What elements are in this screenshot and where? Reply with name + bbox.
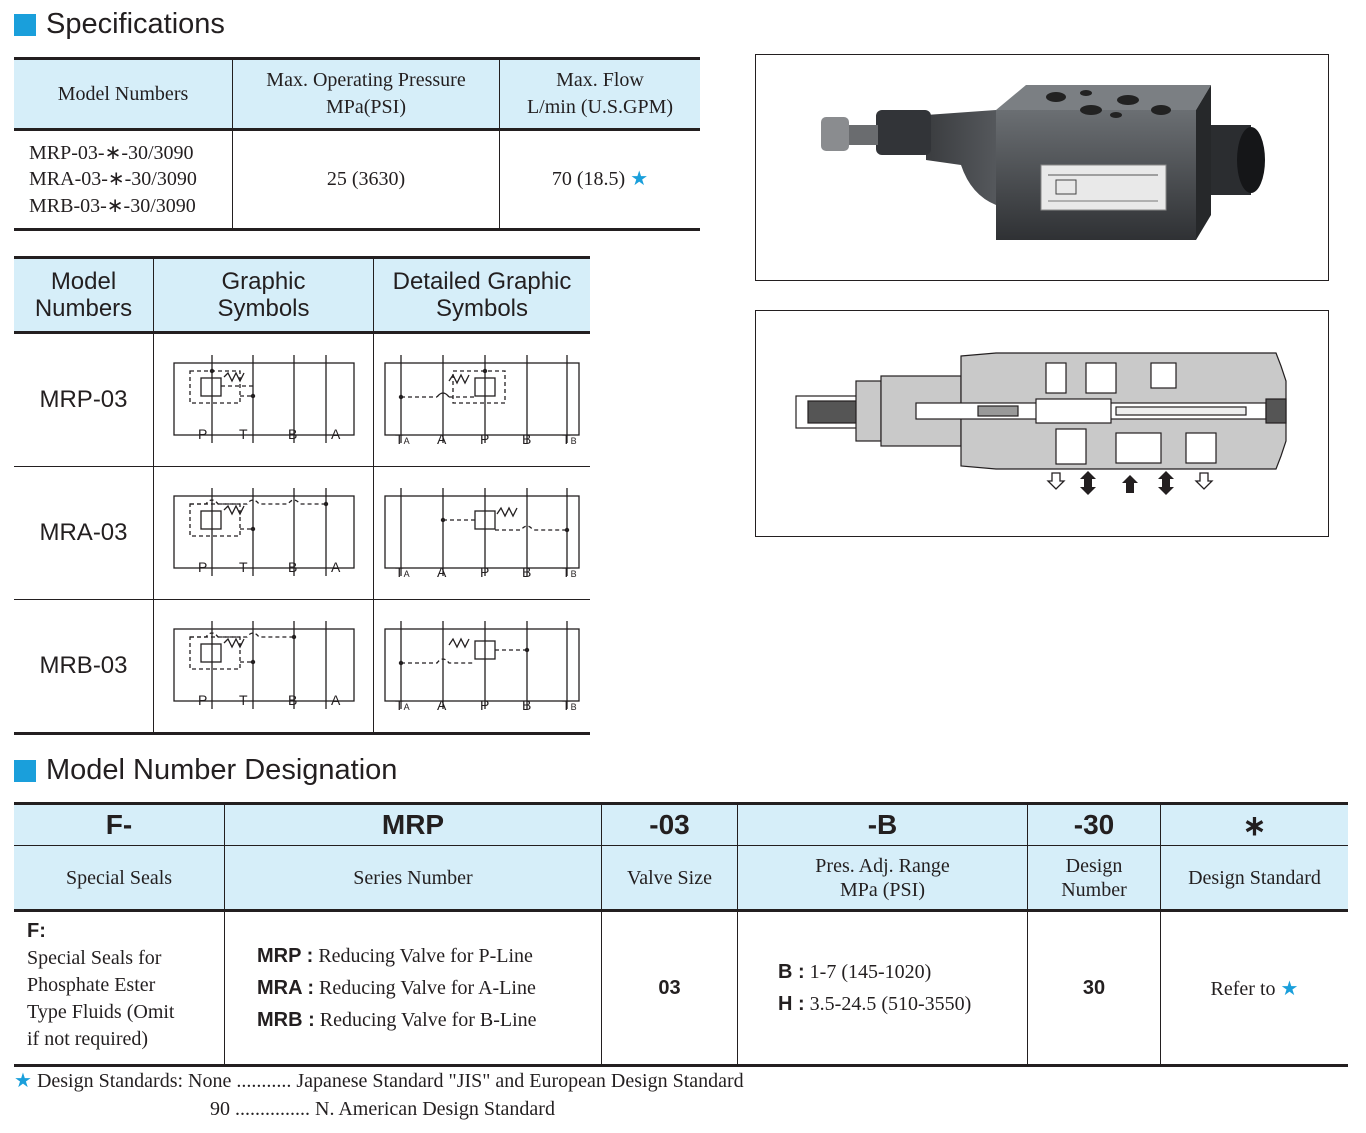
model-designation-table: F- MRP -03 -B -30 ∗ Special Seals Series… xyxy=(14,802,1348,1067)
label-design-standard: Design Standard xyxy=(1160,845,1348,912)
svg-text:A: A xyxy=(437,564,447,580)
svg-text:B: B xyxy=(288,559,297,575)
svg-text:B: B xyxy=(288,426,297,442)
svg-text:TA: TA xyxy=(395,431,410,447)
svg-text:B: B xyxy=(522,564,531,580)
seals-description: F: Special Seals for Phosphate Ester Typ… xyxy=(14,910,225,1066)
svg-text:B: B xyxy=(288,692,297,708)
label-series-number: Series Number xyxy=(224,845,602,912)
valve-photo-icon xyxy=(821,85,1265,240)
svg-text:TB: TB xyxy=(562,697,577,713)
code-f: F- xyxy=(14,803,225,846)
label-special-seals: Special Seals xyxy=(14,845,225,912)
svg-text:P: P xyxy=(198,559,207,575)
detailed-symbol-mra: TA A P B TB xyxy=(373,466,590,600)
square-bullet-icon xyxy=(14,759,36,782)
specifications-title: Specifications xyxy=(14,8,225,41)
design-number-value: 30 xyxy=(1027,910,1161,1066)
list-item: MRA : Reducing Valve for A-Line xyxy=(257,976,536,999)
list-item: MRP : Reducing Valve for P-Line xyxy=(257,944,533,967)
code-30: -30 xyxy=(1027,803,1161,846)
code-mrp: MRP xyxy=(224,803,602,846)
hydraulic-detailed-symbol-icon: TA A P B TB xyxy=(384,355,580,447)
svg-text:B: B xyxy=(522,697,531,713)
designation-title: Model Number Designation xyxy=(14,754,397,787)
star-icon: ★ xyxy=(14,1070,32,1092)
svg-text:A: A xyxy=(331,559,341,575)
svg-text:B: B xyxy=(522,431,531,447)
design-standards-footnote: ★ Design Standards: None ........... Jap… xyxy=(14,1070,744,1120)
hydraulic-detailed-symbol-icon: TA A P B TB xyxy=(384,621,580,713)
svg-text:TA: TA xyxy=(395,564,410,580)
model-name: MRA-03 xyxy=(14,466,154,600)
design-standard-value: Refer to ★ xyxy=(1160,910,1348,1066)
svg-text:T: T xyxy=(239,559,248,575)
list-item: MRB : Reducing Valve for B-Line xyxy=(257,1008,537,1031)
code-03: -03 xyxy=(601,803,738,846)
star-icon: ★ xyxy=(630,168,649,191)
svg-text:P: P xyxy=(480,431,489,447)
pressure-cell: 25 (3630) xyxy=(232,129,500,230)
model-numbers-cell: MRP-03-∗-30/3090 MRA-03-∗-30/3090 MRB-03… xyxy=(14,129,233,230)
detailed-symbol-mrb: TA A P B TB xyxy=(374,600,591,734)
list-item: H : 3.5-24.5 (510-3550) xyxy=(778,992,972,1015)
hydraulic-detailed-symbol-icon: TA A P B TB xyxy=(384,488,580,580)
product-photo xyxy=(755,54,1329,281)
model-name: MRB-03 xyxy=(14,599,154,734)
svg-text:A: A xyxy=(331,692,341,708)
svg-text:P: P xyxy=(198,692,207,708)
detailed-symbol-mrp: TA A P B TB xyxy=(373,332,590,467)
code-asterisk: ∗ xyxy=(1160,803,1348,846)
svg-text:P: P xyxy=(480,564,489,580)
svg-text:TB: TB xyxy=(562,431,577,447)
code-b: -B xyxy=(737,803,1028,846)
header-model-numbers: Model Numbers xyxy=(14,58,233,131)
svg-text:TB: TB xyxy=(562,564,577,580)
model-name: MRP-03 xyxy=(14,332,154,467)
series-description: MRP : Reducing Valve for P-Line MRA : Re… xyxy=(224,910,602,1066)
svg-text:A: A xyxy=(331,426,341,442)
range-description: B : 1-7 (145-1020) H : 3.5-24.5 (510-355… xyxy=(737,910,1028,1066)
svg-text:T: T xyxy=(239,426,248,442)
svg-text:A: A xyxy=(437,697,447,713)
svg-text:P: P xyxy=(480,697,489,713)
list-item: B : 1-7 (145-1020) xyxy=(778,960,932,983)
valve-cross-section-icon xyxy=(795,352,1287,495)
star-icon: ★ xyxy=(1280,977,1299,1000)
svg-text:A: A xyxy=(437,431,447,447)
svg-text:TA: TA xyxy=(395,697,410,713)
svg-text:T: T xyxy=(239,692,248,708)
flow-cell: 70 (18.5) ★ xyxy=(551,168,649,191)
square-bullet-icon xyxy=(14,13,36,36)
svg-text:P: P xyxy=(198,426,207,442)
valve-size-value: 03 xyxy=(601,910,738,1066)
label-valve-size: Valve Size xyxy=(601,845,738,912)
cross-section-drawing xyxy=(755,310,1329,537)
